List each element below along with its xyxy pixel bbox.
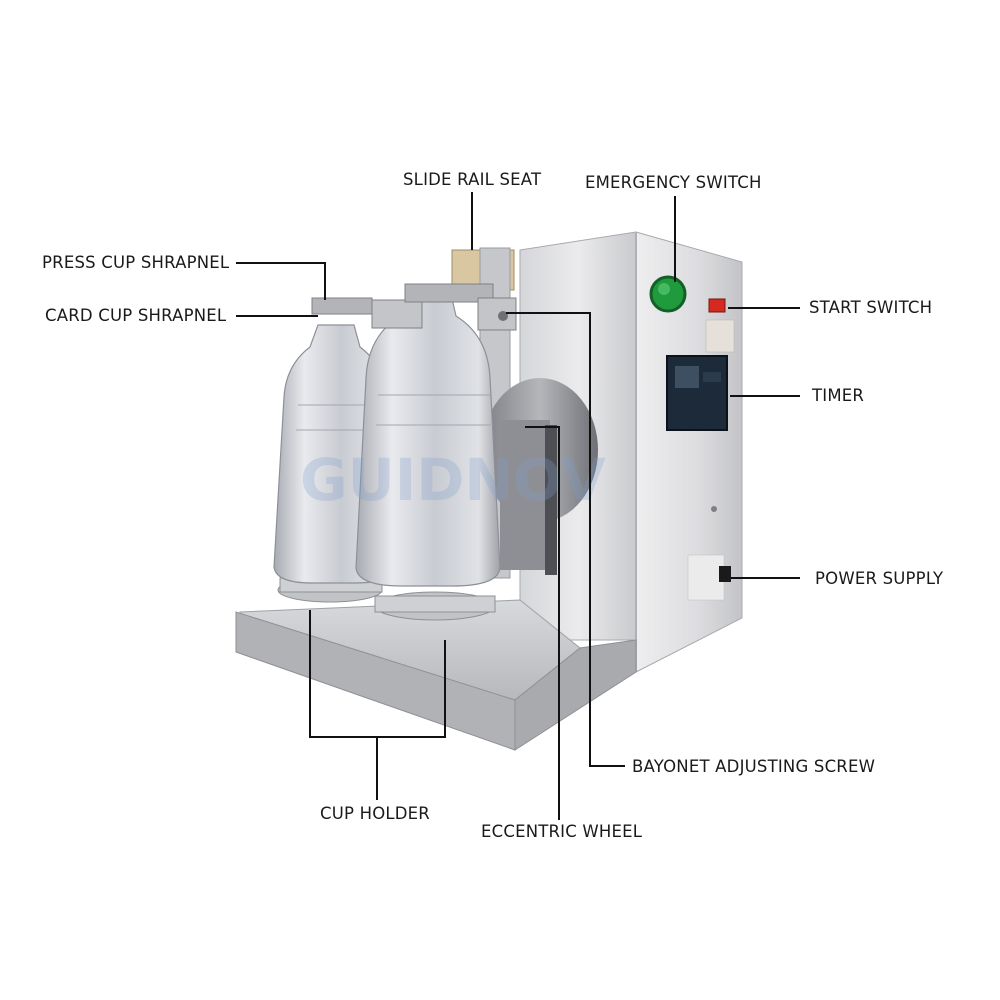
label-power-supply: POWER SUPPLY [815, 569, 944, 588]
leader-eccentric-wheel [525, 426, 560, 820]
shaker-cup-right [355, 289, 501, 587]
leader-bayonet-adjusting-screw [506, 312, 625, 767]
leader-lines [236, 192, 800, 820]
cup-clamps [311, 283, 517, 331]
control-panel [649, 275, 735, 601]
leader-press-cup-shrapnel [236, 262, 326, 300]
label-cup-holder: CUP HOLDER [320, 804, 430, 823]
start-switch-shape [708, 298, 726, 313]
label-start-switch: START SWITCH [809, 298, 933, 317]
watermark-text: GUIDNOV [300, 446, 606, 514]
label-emergency-switch: EMERGENCY SWITCH [585, 173, 762, 192]
label-eccentric-wheel: ECCENTRIC WHEEL [481, 822, 643, 841]
label-bayonet-adjusting-screw: BAYONET ADJUSTING SCREW [632, 757, 876, 776]
label-card-cup-shrapnel: CARD CUP SHRAPNEL [45, 306, 227, 325]
emergency-button-shape [649, 275, 687, 313]
label-slide-rail-seat: SLIDE RAIL SEAT [403, 170, 542, 189]
power-socket-shape [719, 566, 731, 582]
label-press-cup-shrapnel: PRESS CUP SHRAPNEL [42, 253, 230, 272]
eccentric-wheel-part [482, 378, 598, 575]
label-timer: TIMER [812, 386, 865, 405]
